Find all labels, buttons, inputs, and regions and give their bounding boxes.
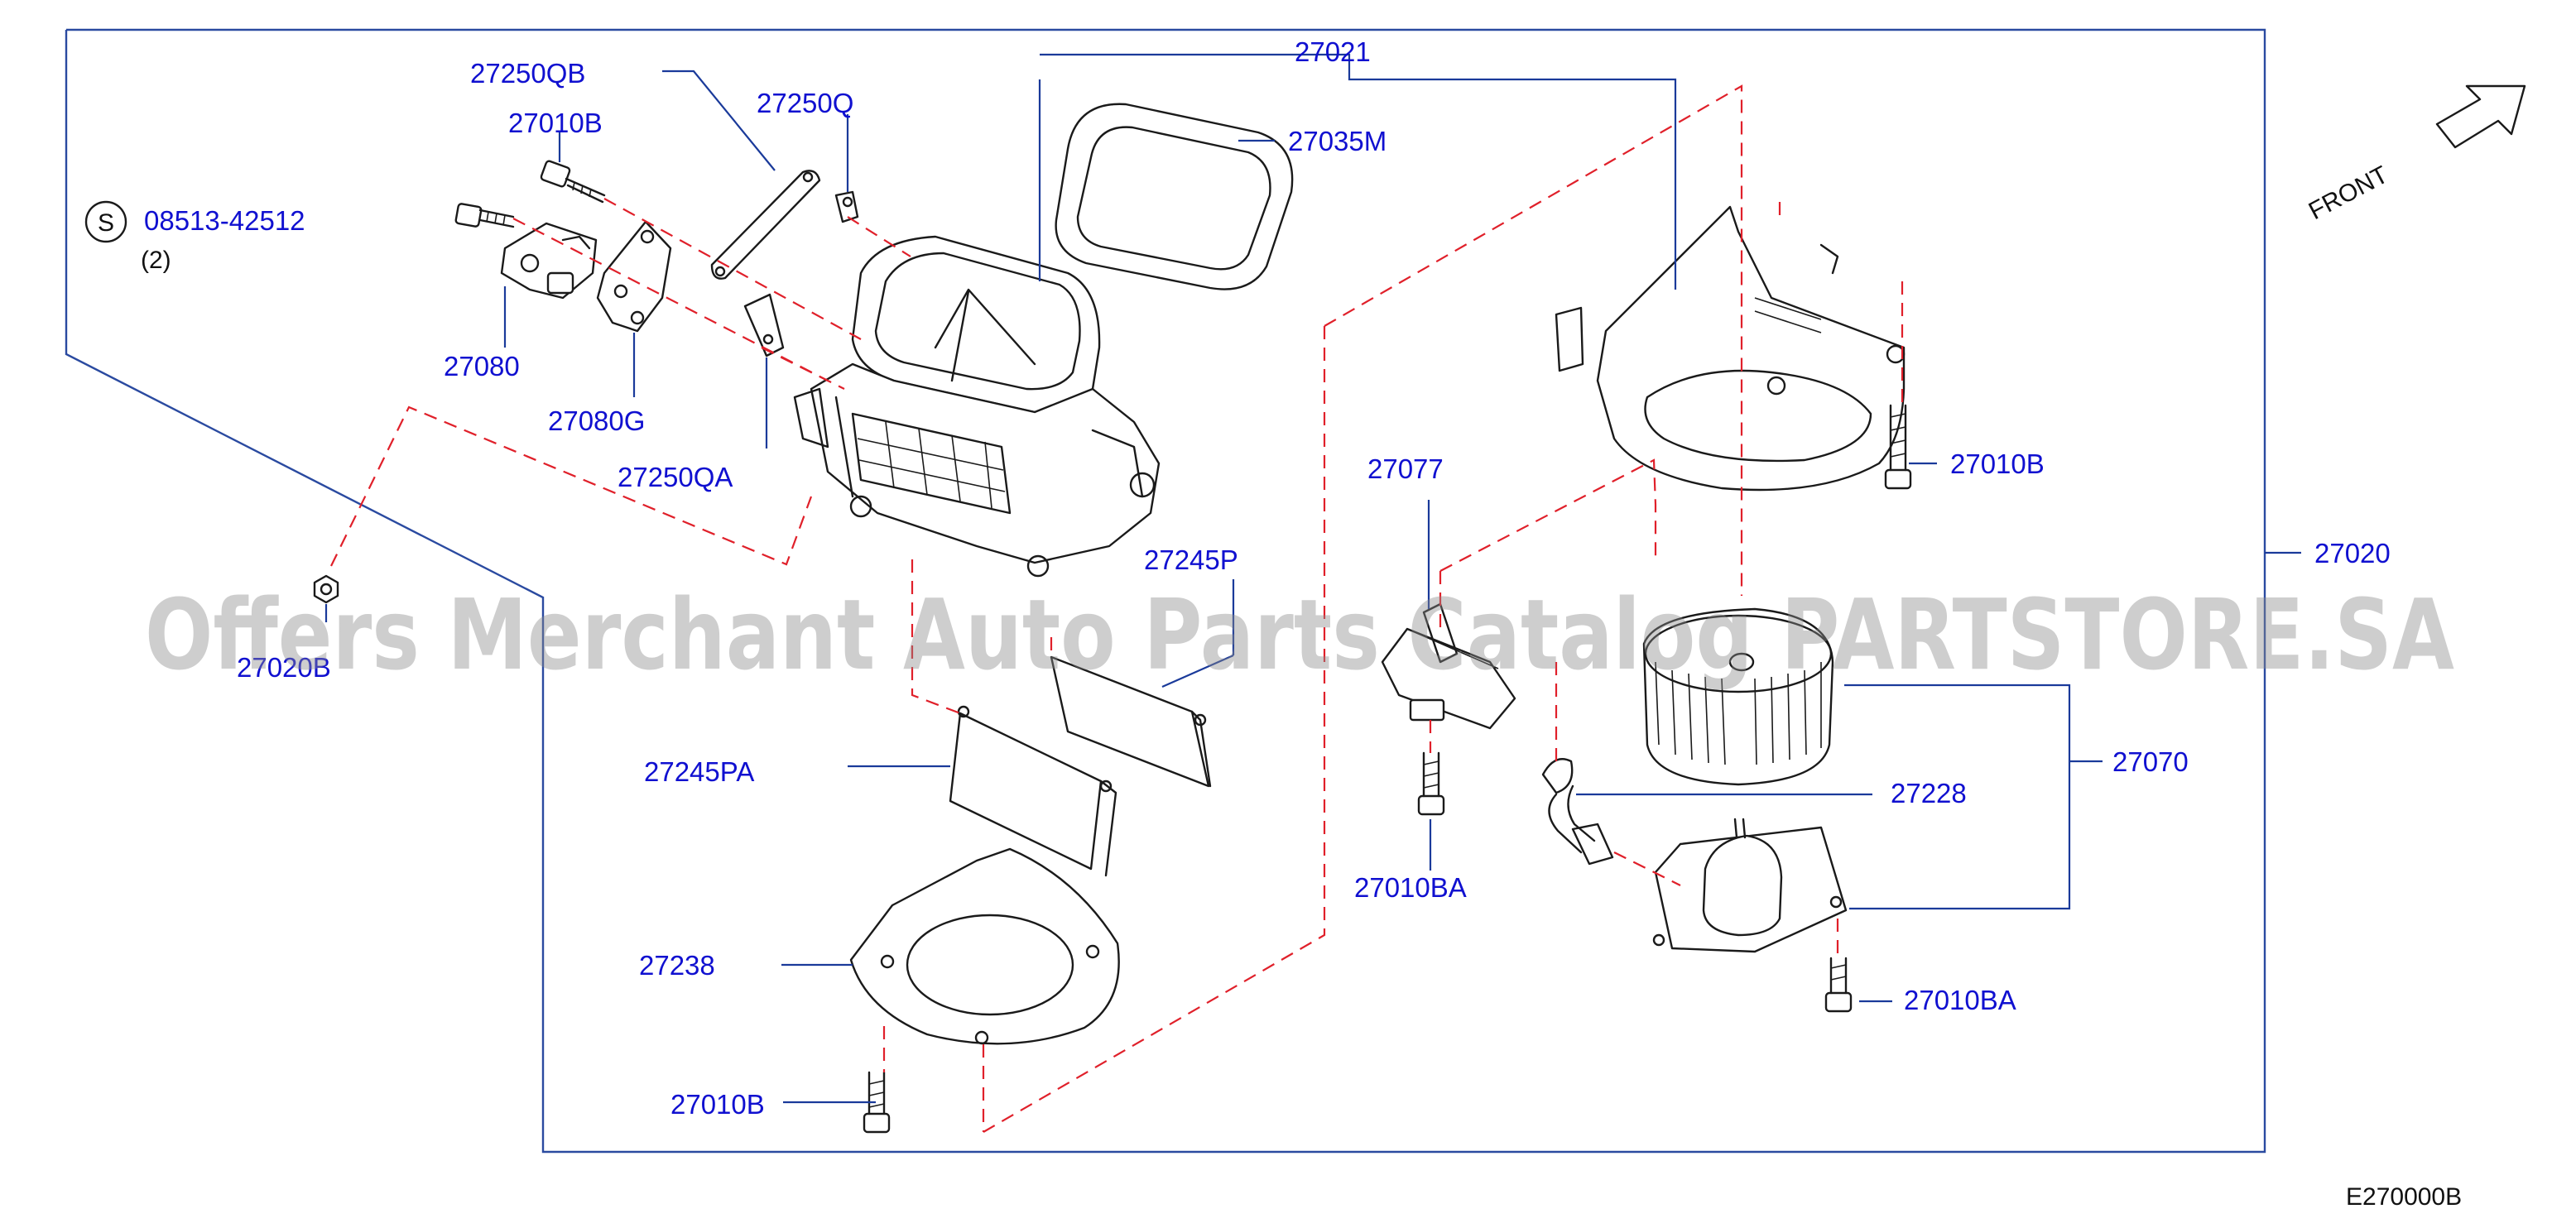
label-08513-42512: 08513-42512 [144, 205, 305, 236]
svg-text:S: S [98, 209, 114, 237]
link-27250qb [710, 170, 821, 280]
label-27035m: 27035M [1288, 126, 1387, 156]
bolt-27010ba-right [1824, 957, 1853, 1013]
label-27245p: 27245P [1144, 544, 1238, 575]
label-27010b-right: 27010B [1950, 449, 2045, 479]
front-label: FRONT [2304, 161, 2393, 226]
seal-27238 [849, 847, 1120, 1045]
label-27080g: 27080G [548, 405, 645, 436]
bolt-27010b-top [540, 160, 606, 204]
label-27250qa: 27250QA [618, 462, 733, 492]
clip-27250qa [743, 293, 785, 357]
front-arrow-icon [2435, 84, 2526, 149]
filter-27245p [1050, 655, 1212, 788]
label-27020: 27020 [2314, 538, 2391, 568]
label-27010ba-right: 27010BA [1904, 985, 2016, 1015]
bolt-27010b-bottom [863, 1071, 891, 1134]
bolt-27010ba-left [1417, 751, 1445, 816]
label-27245pa: 27245PA [644, 756, 754, 787]
label-08513-qty: (2) [141, 247, 171, 274]
nut-27020b [313, 574, 339, 604]
label-27228: 27228 [1891, 778, 1967, 808]
bolt-08513-42512 [454, 203, 515, 228]
label-27070: 27070 [2112, 746, 2189, 777]
blower-case-27020 [1555, 205, 1906, 492]
label-27010b-top: 27010B [508, 108, 603, 138]
label-27020b: 27020B [237, 652, 331, 683]
assembly-lines [330, 84, 1904, 1133]
label-27010ba-left: 27010BA [1354, 872, 1467, 903]
diagram-code: E270000B [2346, 1183, 2462, 1211]
fan-motor-27070 [1642, 607, 1848, 953]
label-27080: 27080 [444, 351, 520, 381]
label-27010b-bottom: 27010B [670, 1089, 765, 1120]
intake-housing-27021 [793, 235, 1161, 578]
resistor-27077 [1381, 602, 1516, 730]
label-27250qb: 27250QB [470, 58, 585, 89]
filter-27245pa [949, 705, 1117, 877]
clip-27250q [834, 190, 859, 223]
actuator-27080 [500, 222, 598, 300]
label-27021: 27021 [1295, 36, 1371, 67]
gasket-27035m [1055, 103, 1294, 290]
label-27238: 27238 [639, 950, 715, 981]
label-27250q: 27250Q [757, 88, 853, 118]
label-27077: 27077 [1367, 453, 1444, 484]
bolt-27010b-right [1884, 404, 1912, 490]
leader-lines [324, 53, 2301, 1104]
bracket-27080g [596, 220, 672, 333]
assembly-frame [65, 28, 2266, 1154]
standard-part-symbol-icon: S [84, 200, 127, 243]
watermark: Offers Merchant Auto Parts Catalog PARTS… [145, 578, 2454, 692]
hose-27228 [1541, 758, 1614, 866]
